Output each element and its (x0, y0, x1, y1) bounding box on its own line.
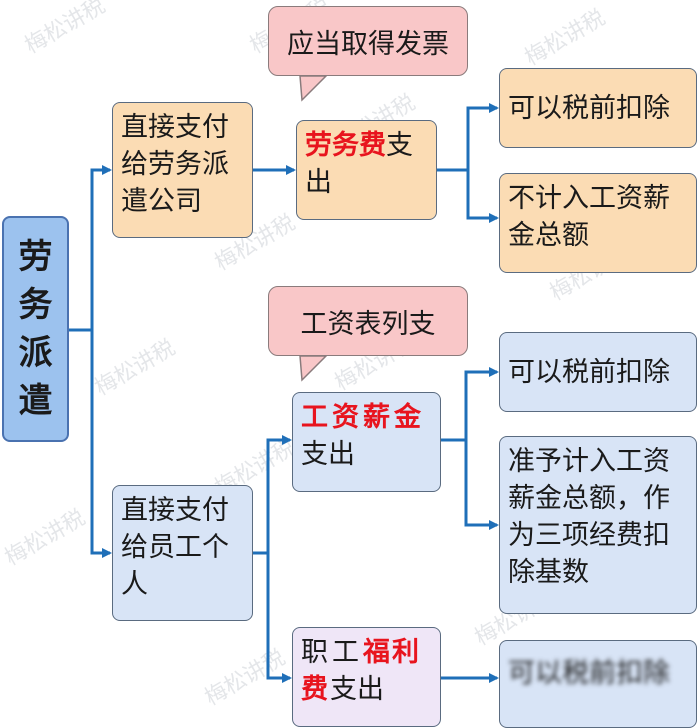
result-text: 可以税前扣除 (508, 356, 670, 388)
expense-node-service-fee: 劳务费支出 (296, 120, 437, 220)
callout-tail (299, 75, 328, 102)
result-text: 准予计入工资薪金总额，作为三项经费扣除基数 (508, 446, 670, 588)
branch-label: 直接支付给劳务派遣公司 (121, 112, 229, 217)
result-included-in-wage-base: 准予计入工资薪金总额，作为三项经费扣除基数 (499, 436, 697, 614)
callout-text: 应当取得发票 (287, 28, 449, 60)
node-text: 支出 (301, 439, 355, 470)
expense-node-wages: 工资薪金 支出 (292, 392, 441, 492)
root-char: 派 (18, 333, 53, 373)
result-partial-cut-off: 可以税前扣除 (499, 640, 697, 728)
result-text: 不计入工资薪金总额 (508, 183, 670, 251)
root-char: 务 (18, 285, 53, 325)
highlight-text: 工资薪金 (301, 402, 425, 433)
branch-pay-employee: 直接支付给员工个人 (112, 485, 253, 621)
result-pre-tax-deductible: 可以税前扣除 (499, 68, 697, 148)
highlight-text: 福利费 (301, 637, 421, 705)
expense-node-welfare: 职工福利费支出 (292, 627, 441, 727)
branch-label: 直接支付给员工个人 (121, 495, 229, 600)
result-text: 可以税前扣除 (508, 658, 670, 689)
result-not-in-wage-total: 不计入工资薪金总额 (499, 173, 697, 273)
highlight-text: 劳务费 (305, 130, 386, 161)
root-node-labor-dispatch: 劳 务 派 遣 (2, 216, 69, 442)
node-text: 支出 (305, 130, 413, 198)
result-text: 可以税前扣除 (508, 92, 670, 124)
node-text: 职工 (301, 637, 363, 668)
callout-tail (299, 355, 328, 382)
branch-pay-dispatch-company: 直接支付给劳务派遣公司 (112, 102, 253, 238)
result-pre-tax-deductible: 可以税前扣除 (499, 332, 697, 412)
callout-text: 工资表列支 (300, 308, 436, 340)
callout-invoice-required: 应当取得发票 (268, 6, 468, 76)
root-char: 遣 (18, 381, 53, 421)
root-char: 劳 (18, 237, 53, 277)
node-text: 支出 (330, 674, 384, 705)
callout-payroll-listed: 工资表列支 (268, 286, 468, 356)
